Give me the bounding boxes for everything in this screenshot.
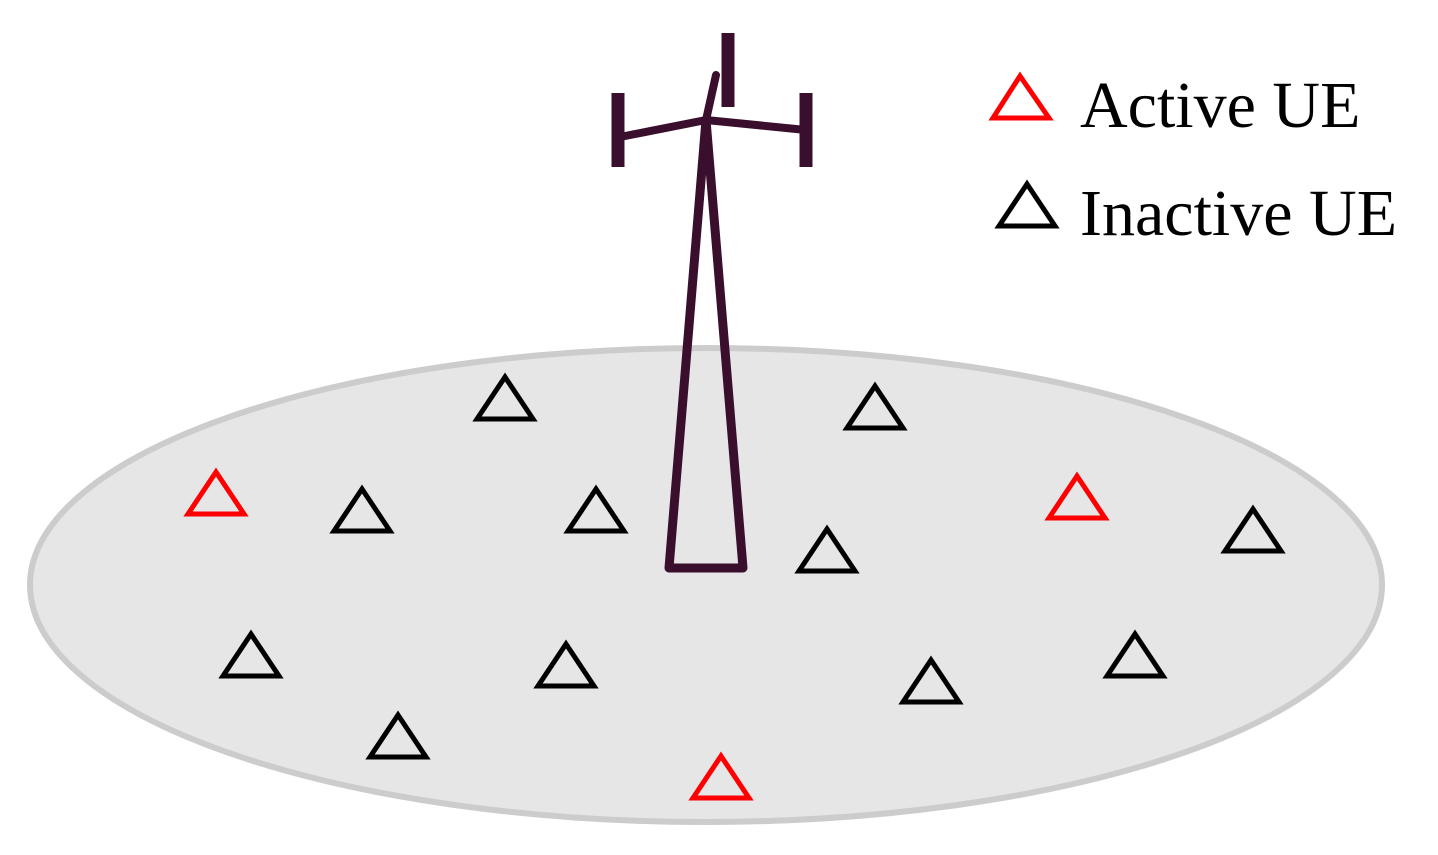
inactive-ue-triangle-icon [898,655,964,705]
inactive-ue-triangle-icon [472,372,538,422]
tower-body [664,115,748,573]
inactive-ue-triangle-icon [1220,504,1286,554]
legend-inactive-label: Inactive UE [1080,177,1397,250]
inactive-ue-triangle-icon [533,639,599,689]
inactive-ue-triangle-icon [218,629,284,679]
cell-tower-icon [611,33,813,573]
legend: Active UE Inactive UE [988,69,1397,250]
user-equipment-group [183,372,1286,801]
tower-crossbar-right [702,116,810,134]
tower-crossbar-left [616,116,710,141]
inactive-ue-triangle-icon [794,524,860,574]
active-ue-triangle-icon [688,751,754,801]
active-ue-triangle-icon [1044,471,1110,521]
tower-top-mast [702,71,720,124]
legend-inactive-triangle-icon [994,179,1060,229]
inactive-ue-triangle-icon [365,710,431,760]
coverage-cell [27,345,1385,825]
inactive-ue-triangle-icon [329,484,395,534]
inactive-ue-triangle-icon [842,381,908,431]
inactive-ue-triangle-icon [1102,629,1168,679]
legend-active-label: Active UE [1080,69,1360,142]
active-ue-triangle-icon [183,467,249,517]
legend-active-triangle-icon [988,71,1054,121]
inactive-ue-triangle-icon [563,484,629,534]
